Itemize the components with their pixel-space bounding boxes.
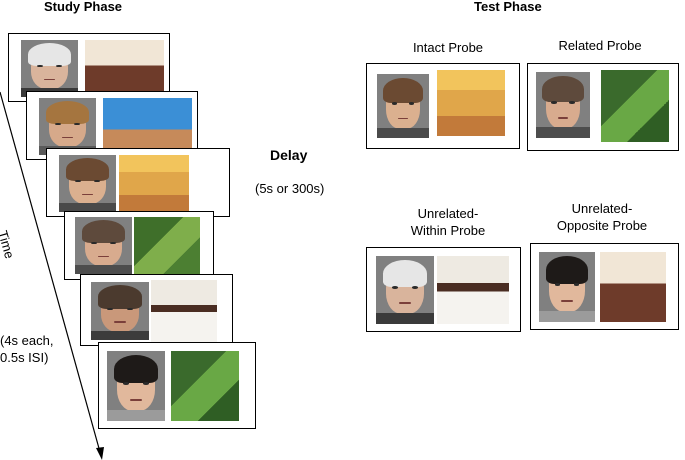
face-photo-young-woman <box>539 252 595 322</box>
face-eye <box>127 308 133 310</box>
face-mouth <box>561 300 572 302</box>
probe-label-unrelated-within-line1: Unrelated- <box>390 205 506 222</box>
timing-note-line1: (4s each, <box>0 332 66 349</box>
face-photo-young-man <box>59 155 116 212</box>
face-mouth <box>399 302 411 304</box>
face-photo-older-man <box>21 40 78 97</box>
face-photo-older-woman <box>536 72 590 138</box>
study-card-5 <box>80 274 233 346</box>
scene-photo-garden-flowers <box>601 70 669 142</box>
scene-photo-dining-room <box>151 280 217 342</box>
scene-photo-living-room <box>437 70 505 136</box>
face-photo-middle-aged-man <box>91 282 149 340</box>
probe-label-related: Related Probe <box>541 37 659 54</box>
study-card-4 <box>64 211 214 280</box>
face-eye <box>409 102 414 105</box>
face-photo-older-man <box>376 256 434 324</box>
probe-card-unrelated-within <box>366 247 521 332</box>
probe-card-unrelated-opposite <box>530 243 679 330</box>
face-eye <box>123 382 129 385</box>
scene-photo-garden-flowers <box>171 351 239 421</box>
delay-title: Delay <box>270 147 307 164</box>
test-phase-title: Test Phase <box>474 0 542 14</box>
probe-label-unrelated-within-line2: Within Probe <box>390 222 506 239</box>
study-card-3 <box>46 148 230 217</box>
probe-label-unrelated-opposite-line1: Unrelated- <box>538 200 666 217</box>
face-mouth <box>130 399 142 401</box>
face-photo-woman <box>39 98 96 155</box>
scene-photo-kitchen <box>600 252 666 322</box>
scene-photo-kitchen <box>85 40 164 97</box>
delay-duration: (5s or 300s) <box>255 180 324 197</box>
face-photo-young-man <box>377 74 429 138</box>
face-mouth <box>558 117 569 119</box>
face-mouth <box>114 321 126 323</box>
face-eye <box>551 101 556 104</box>
probe-label-unrelated-opposite-line2: Opposite Probe <box>538 217 666 234</box>
scene-photo-living-room <box>119 155 189 212</box>
probe-card-intact <box>366 63 520 149</box>
face-eye <box>392 286 398 289</box>
face-eye <box>392 102 397 105</box>
timing-note-line2: 0.5s ISI) <box>0 349 66 366</box>
face-eye <box>569 101 574 104</box>
probe-card-related <box>527 63 679 151</box>
probe-label-unrelated-opposite: Unrelated- Opposite Probe <box>538 200 666 234</box>
face-eye <box>555 283 561 286</box>
face-eye <box>143 382 149 385</box>
scene-photo-dining-room <box>437 256 509 324</box>
face-eye <box>574 283 580 286</box>
face-eye <box>412 286 418 289</box>
scene-photo-garden-lawn <box>134 217 200 274</box>
face-eye <box>107 308 113 310</box>
probe-label-intact: Intact Probe <box>396 39 500 56</box>
face-photo-older-woman <box>75 217 132 274</box>
study-card-6 <box>98 342 256 429</box>
face-photo-young-woman <box>107 351 165 421</box>
scene-photo-desert <box>103 98 192 155</box>
timing-note: (4s each, 0.5s ISI) <box>0 332 66 366</box>
probe-label-unrelated-within: Unrelated- Within Probe <box>390 205 506 239</box>
